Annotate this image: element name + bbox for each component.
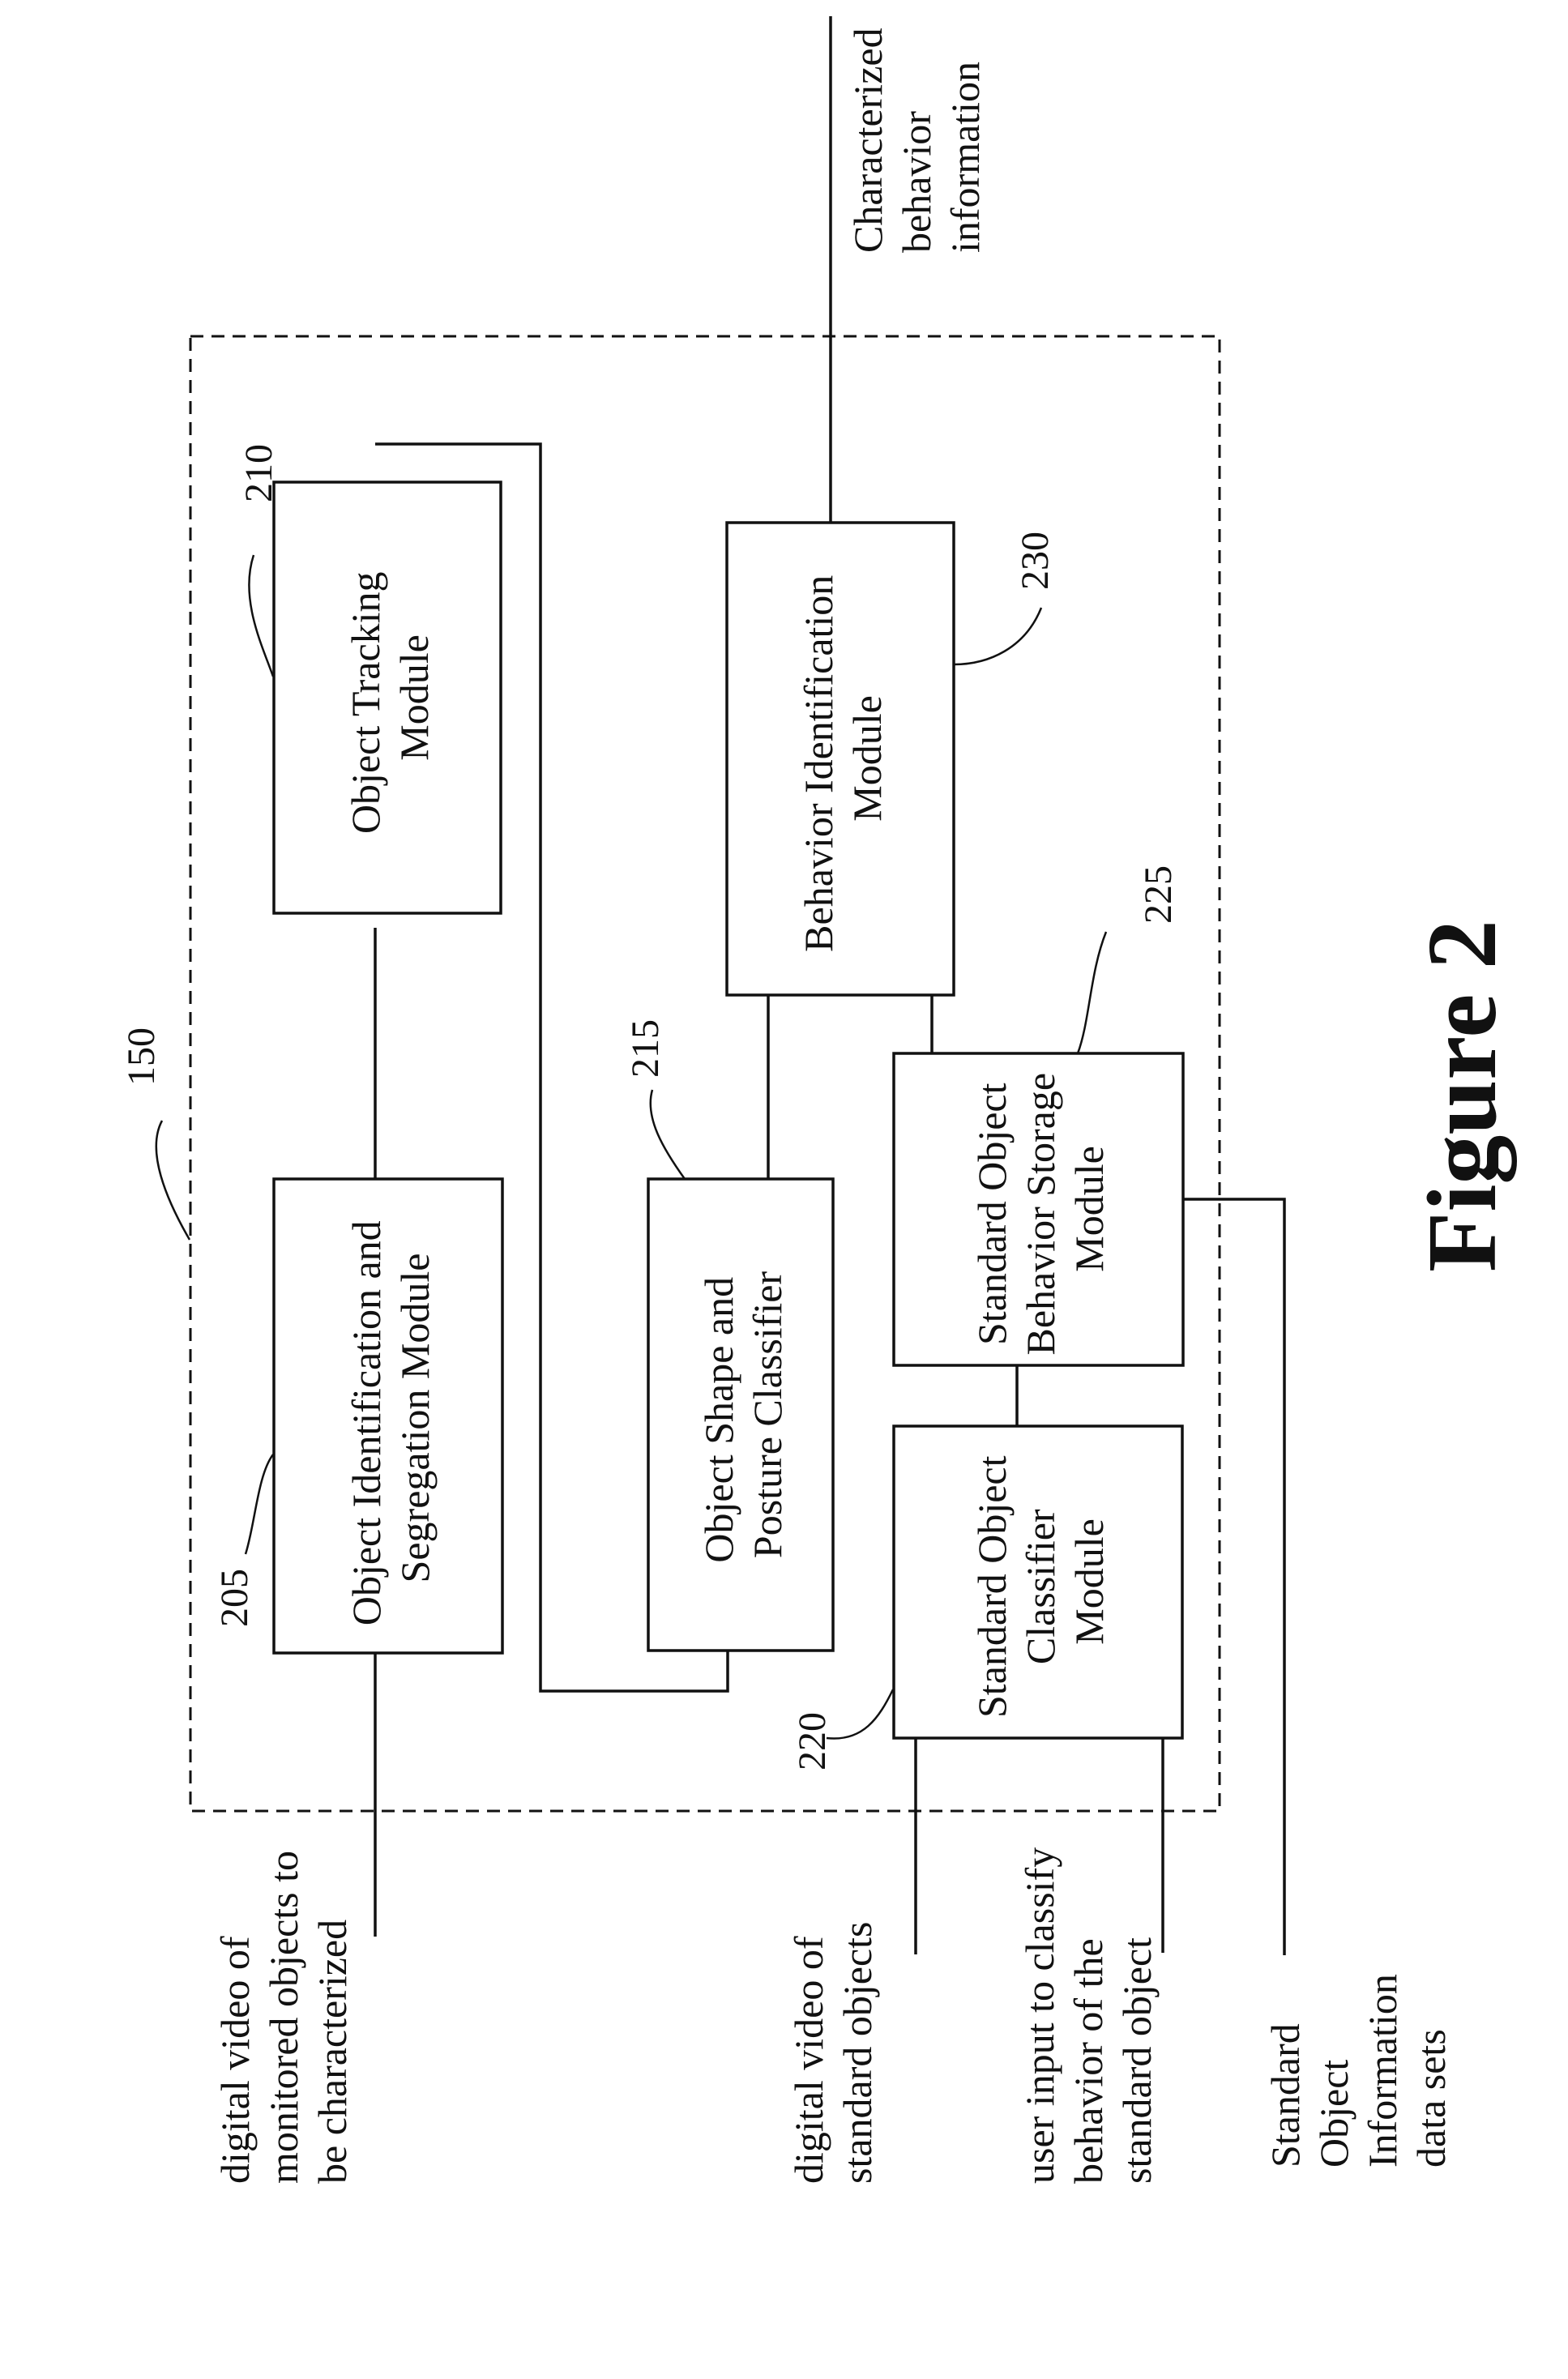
standard-info-line-3: Information bbox=[1360, 1974, 1405, 2168]
monitored-video-line-3: be characterized bbox=[310, 1920, 355, 2184]
wire-standard-info-input bbox=[1183, 1199, 1284, 1955]
output-line-3: information bbox=[942, 62, 988, 253]
standard-object-classifier-module: Standard Object Classifier Module bbox=[894, 1426, 1182, 1738]
ref-225-leader bbox=[1078, 932, 1106, 1053]
object-identification-module: Object Identification and Segregation Mo… bbox=[274, 1179, 502, 1653]
ref-150: 150 bbox=[120, 1027, 190, 1240]
standard-info-input-label: Standard Object Information data sets bbox=[1263, 1964, 1454, 2168]
ref-225: 225 bbox=[1078, 865, 1180, 1053]
standard-object-behavior-storage-module: Standard Object Behavior Storage Module bbox=[894, 1053, 1183, 1365]
ref-150-label: 150 bbox=[120, 1027, 163, 1086]
output-line-2: behavior bbox=[894, 111, 939, 253]
characterized-output-label: Characterized behavior information bbox=[845, 18, 988, 253]
standard-info-line-1: Standard bbox=[1263, 2023, 1308, 2168]
ref-230-label: 230 bbox=[1014, 532, 1057, 590]
object-shape-classifier-module: Object Shape and Posture Classifier bbox=[648, 1179, 833, 1651]
object-tracking-module: Object Tracking Module bbox=[274, 482, 501, 913]
ref-205-label: 205 bbox=[213, 1569, 256, 1627]
standard-object-classifier-label-line-3: Module bbox=[1066, 1518, 1112, 1645]
user-input-line-1: user input to classify bbox=[1017, 1847, 1062, 2184]
object-shape-classifier-label-line-1: Object Shape and bbox=[696, 1277, 741, 1563]
object-identification-label-line-2: Segregation Module bbox=[392, 1254, 438, 1583]
object-identification-label-line-1: Object Identification and bbox=[344, 1220, 389, 1625]
standard-video-line-2: standard objects bbox=[835, 1921, 880, 2184]
monitored-video-line-1: digital video of bbox=[212, 1936, 258, 2184]
ref-215-leader bbox=[651, 1090, 685, 1179]
ref-230-leader bbox=[954, 608, 1041, 664]
behavior-identification-label-line-2: Module bbox=[844, 695, 890, 822]
monitored-video-input-label: digital video of monitored objects to be… bbox=[212, 1840, 355, 2184]
ref-150-leader bbox=[156, 1121, 190, 1240]
standard-object-behavior-storage-label-line-2: Behavior Storage bbox=[1018, 1073, 1063, 1356]
standard-video-input-label: digital video of standard objects bbox=[786, 1921, 880, 2184]
output-line-1: Characterized bbox=[845, 28, 891, 253]
ref-220-label: 220 bbox=[791, 1712, 834, 1770]
ref-205-leader bbox=[246, 1454, 273, 1554]
ref-215-label: 215 bbox=[624, 1019, 667, 1078]
ref-220: 220 bbox=[791, 1689, 893, 1770]
user-input-line-3: standard object bbox=[1114, 1937, 1160, 2184]
monitored-video-line-2: monitored objects to bbox=[261, 1851, 306, 2184]
behavior-identification-module: Behavior Identification Module bbox=[727, 523, 954, 995]
ref-205: 205 bbox=[213, 1454, 273, 1627]
ref-210-label: 210 bbox=[237, 444, 280, 502]
standard-object-classifier-label-line-2: Classifier bbox=[1018, 1509, 1063, 1664]
figure-title: Figure 2 bbox=[1408, 920, 1517, 1272]
standard-info-line-2: Object bbox=[1311, 2060, 1357, 2168]
object-shape-classifier-label-line-2: Posture Classifier bbox=[745, 1271, 790, 1558]
behavior-identification-label-line-1: Behavior Identification bbox=[796, 575, 841, 952]
ref-230: 230 bbox=[954, 532, 1057, 664]
object-tracking-label-line-1: Object Tracking bbox=[343, 571, 388, 834]
ref-210-leader bbox=[249, 555, 273, 677]
ref-225-label: 225 bbox=[1137, 865, 1180, 924]
standard-info-line-4: data sets bbox=[1408, 2029, 1454, 2168]
standard-object-behavior-storage-label-line-3: Module bbox=[1066, 1146, 1112, 1272]
user-input-line-2: behavior of the bbox=[1066, 1938, 1111, 2184]
object-tracking-label-line-2: Module bbox=[391, 634, 437, 761]
ref-215: 215 bbox=[624, 1019, 685, 1179]
ref-220-leader bbox=[827, 1689, 893, 1739]
standard-object-classifier-label-line-1: Standard Object bbox=[969, 1455, 1015, 1718]
standard-video-line-1: digital video of bbox=[786, 1936, 831, 2184]
user-input-label: user input to classify behavior of the s… bbox=[1017, 1837, 1160, 2184]
standard-object-behavior-storage-label-line-1: Standard Object bbox=[969, 1083, 1015, 1345]
